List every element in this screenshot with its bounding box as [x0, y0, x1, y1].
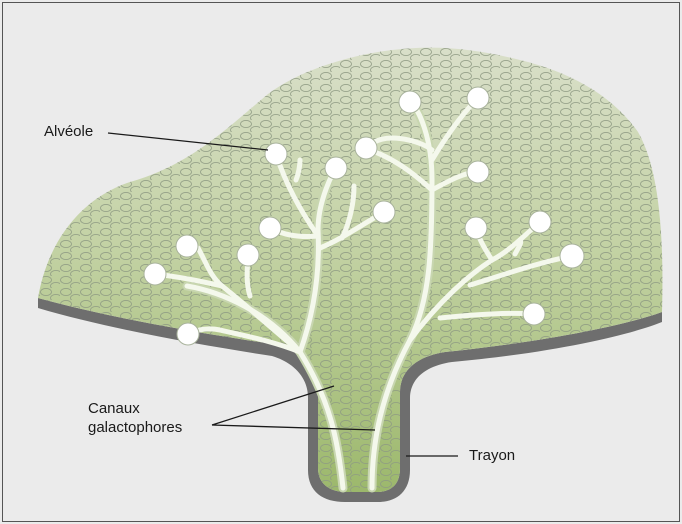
- alveolus: [467, 87, 489, 109]
- label-canaux-line1: Canaux: [88, 399, 182, 418]
- alveolus: [265, 143, 287, 165]
- alveolus: [465, 217, 487, 239]
- alveolus: [144, 263, 166, 285]
- alveolus: [399, 91, 421, 113]
- label-trayon: Trayon: [469, 446, 515, 465]
- alveolus: [177, 323, 199, 345]
- alveolus: [237, 244, 259, 266]
- alveolus: [259, 217, 281, 239]
- label-alveole: Alvéole: [44, 122, 93, 141]
- alveolus: [529, 211, 551, 233]
- label-canaux-line2: galactophores: [88, 418, 182, 437]
- alveolus: [523, 303, 545, 325]
- alveolus: [355, 137, 377, 159]
- alveolus: [467, 161, 489, 183]
- alveolus: [176, 235, 198, 257]
- label-canaux-galactophores: Canaux galactophores: [88, 399, 182, 437]
- alveolus: [560, 244, 584, 268]
- alveolus: [325, 157, 347, 179]
- alveolus: [373, 201, 395, 223]
